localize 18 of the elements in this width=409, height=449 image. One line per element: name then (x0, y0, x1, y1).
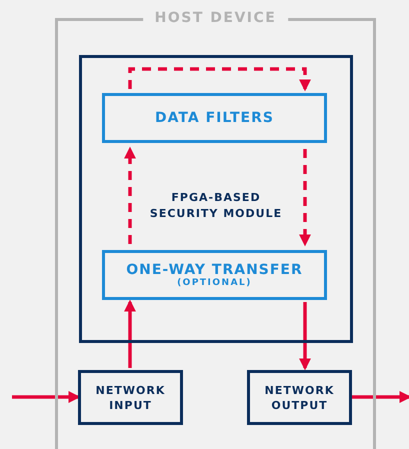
box-note: (OPTIONAL) (177, 278, 252, 288)
arrow (299, 302, 311, 370)
port-label: NETWORK OUTPUT (264, 382, 336, 412)
arrow (12, 391, 80, 403)
process-box (102, 93, 327, 143)
arrow (124, 146, 136, 244)
module-label: FPGA-BASED SECURITY MODULE (148, 190, 284, 222)
arrow (299, 149, 311, 246)
arrow (352, 391, 409, 403)
module-box (79, 55, 353, 343)
port-box (78, 370, 183, 425)
port-label: NETWORK INPUT (94, 382, 166, 412)
arrow (128, 67, 311, 92)
port-box (247, 370, 352, 425)
box-title: DATA FILTERS (155, 110, 274, 126)
box-title: ONE-WAY TRANSFER (126, 262, 303, 278)
arrow (124, 300, 136, 368)
process-box (102, 250, 327, 300)
